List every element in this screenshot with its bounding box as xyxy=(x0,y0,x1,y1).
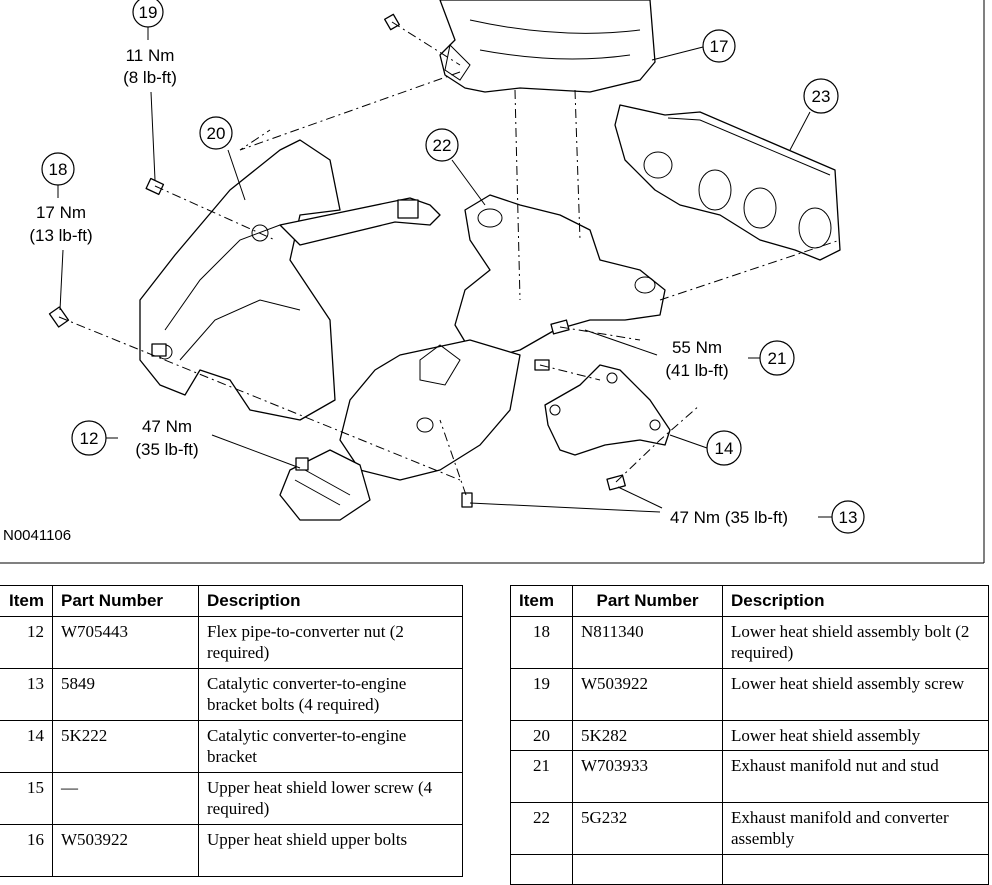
table-row: 15 — Upper heat shield lower screw (4 re… xyxy=(0,772,463,825)
cell-part-number: W503922 xyxy=(572,668,723,721)
cell-description: Exhaust manifold nut and stud xyxy=(722,750,989,803)
callout-12-number: 12 xyxy=(80,429,99,448)
callout-22-number: 22 xyxy=(433,136,452,155)
callout-18-torque: 17 Nm xyxy=(36,203,86,222)
callout-13-torque: 47 Nm (35 lb-ft) xyxy=(670,508,788,527)
cell-description: Exhaust manifold and converter assembly xyxy=(722,802,989,855)
cell-item: 22 xyxy=(510,802,573,855)
parts-table-left: Item Part Number Description 12 W705443 … xyxy=(0,585,463,877)
callout-22: 22 xyxy=(425,128,459,162)
table-row: 19 W503922 Lower heat shield assembly sc… xyxy=(510,668,989,721)
callout-20: 20 xyxy=(199,116,233,150)
callout-12-torque: 47 Nm xyxy=(142,417,192,436)
callout-18: 18 17 Nm (13 lb-ft) xyxy=(29,152,93,245)
table-row: 18 N811340 Lower heat shield assembly bo… xyxy=(510,616,989,669)
cell-description: Flex pipe-to-converter nut (2 required) xyxy=(198,616,463,669)
column-header-part-number: Part Number xyxy=(572,585,723,617)
cell-part-number xyxy=(572,854,723,885)
column-header-item: Item xyxy=(0,585,53,617)
leader-lines xyxy=(57,26,832,518)
cell-part-number: W705443 xyxy=(52,616,199,669)
callout-21-number: 21 xyxy=(768,349,787,368)
callout-21: 21 55 Nm (41 lb-ft) xyxy=(665,338,795,380)
callout-17: 17 xyxy=(702,29,736,63)
callout-12: 12 47 Nm (35 lb-ft) xyxy=(71,417,199,459)
table-row: 16 W503922 Upper heat shield upper bolts xyxy=(0,824,463,877)
cell-item: 16 xyxy=(0,824,53,877)
callout-19-torque: 11 Nm xyxy=(126,46,175,65)
cell-description: Lower heat shield assembly xyxy=(722,720,989,751)
table-row: 20 5K282 Lower heat shield assembly xyxy=(510,720,989,751)
callout-19-number: 19 xyxy=(139,3,158,22)
callout-14-number: 14 xyxy=(715,439,734,458)
callout-18-number: 18 xyxy=(49,160,68,179)
table-row: 13 5849 Catalytic converter-to-engine br… xyxy=(0,668,463,721)
callout-19: 19 11 Nm (8 lb-ft) xyxy=(123,0,177,87)
callout-21-torque: 55 Nm xyxy=(672,338,722,357)
column-header-description: Description xyxy=(198,585,463,617)
table-row xyxy=(510,854,989,885)
callout-12-torque-alt: (35 lb-ft) xyxy=(135,440,198,459)
cell-item: 19 xyxy=(510,668,573,721)
lower-heat-shield xyxy=(139,139,441,421)
cell-item: 18 xyxy=(510,616,573,669)
manifold-gasket xyxy=(614,104,841,261)
cell-item xyxy=(510,854,573,885)
cell-part-number: N811340 xyxy=(572,616,723,669)
cell-description: Lower heat shield assembly bolt (2 requi… xyxy=(722,616,989,669)
callout-23: 23 xyxy=(803,78,839,114)
cell-item: 12 xyxy=(0,616,53,669)
parts-table-right: Item Part Number Description 18 N811340 … xyxy=(510,585,989,885)
table-header-row: Item Part Number Description xyxy=(0,585,463,617)
cell-description: Upper heat shield lower screw (4 require… xyxy=(198,772,463,825)
cell-description: Lower heat shield assembly screw xyxy=(722,668,989,721)
callout-14: 14 xyxy=(706,430,742,466)
table-header-row: Item Part Number Description xyxy=(510,585,989,617)
callout-23-number: 23 xyxy=(812,87,831,106)
cell-item: 21 xyxy=(510,750,573,803)
cell-description xyxy=(722,854,989,885)
cell-part-number: 5K282 xyxy=(572,720,723,751)
cell-description: Catalytic converter-to-engine bracket xyxy=(198,720,463,773)
exhaust-manifold-converter xyxy=(279,194,666,521)
cell-part-number: 5849 xyxy=(52,668,199,721)
figure-id: N0041106 xyxy=(3,527,71,544)
cell-description: Upper heat shield upper bolts xyxy=(198,824,463,877)
table-row: 14 5K222 Catalytic converter-to-engine b… xyxy=(0,720,463,773)
callout-19-torque-alt: (8 lb-ft) xyxy=(123,68,177,87)
column-header-description: Description xyxy=(722,585,989,617)
exploded-view-diagram: 19 11 Nm (8 lb-ft) 18 17 Nm (13 lb-ft) 1… xyxy=(0,0,985,564)
cell-description: Catalytic converter-to-engine bracket bo… xyxy=(198,668,463,721)
callout-18-torque-alt: (13 lb-ft) xyxy=(29,226,92,245)
table-row: 12 W705443 Flex pipe-to-converter nut (2… xyxy=(0,616,463,669)
cell-part-number: W503922 xyxy=(52,824,199,877)
cell-item: 20 xyxy=(510,720,573,751)
alignment-lines xyxy=(58,21,841,496)
callout-20-number: 20 xyxy=(207,124,226,143)
callout-17-number: 17 xyxy=(710,37,729,56)
cell-part-number: W703933 xyxy=(572,750,723,803)
cell-part-number: 5G232 xyxy=(572,802,723,855)
callout-13-number: 13 xyxy=(839,508,858,527)
column-header-item: Item xyxy=(510,585,573,617)
column-header-part-number: Part Number xyxy=(52,585,199,617)
table-row: 22 5G232 Exhaust manifold and converter … xyxy=(510,802,989,855)
callout-21-torque-alt: (41 lb-ft) xyxy=(665,361,728,380)
upper-heat-shield xyxy=(439,0,656,93)
cell-item: 14 xyxy=(0,720,53,773)
callout-13: 13 47 Nm (35 lb-ft) xyxy=(670,500,865,534)
engine-bracket xyxy=(544,364,671,456)
cell-part-number: 5K222 xyxy=(52,720,199,773)
table-row: 21 W703933 Exhaust manifold nut and stud xyxy=(510,750,989,803)
cell-item: 15 xyxy=(0,772,53,825)
cell-item: 13 xyxy=(0,668,53,721)
cell-part-number: — xyxy=(52,772,199,825)
